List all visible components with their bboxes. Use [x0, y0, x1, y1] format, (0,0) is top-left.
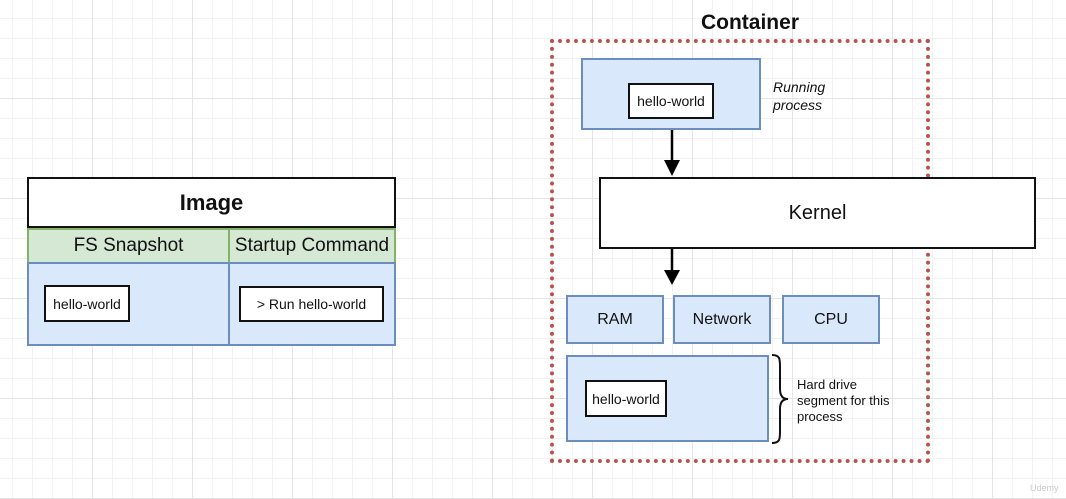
- kernel-box: Kernel: [599, 177, 1036, 249]
- curly-brace-icon: [771, 354, 789, 444]
- startup-command-label: > Run hello-world: [256, 296, 367, 312]
- fs-hello-world-label: hello-world: [53, 295, 121, 312]
- cpu-box: CPU: [782, 295, 880, 344]
- cpu-label: CPU: [814, 310, 848, 328]
- fs-snapshot-header: FS Snapshot: [27, 228, 230, 264]
- watermark-text: Udemy: [1030, 483, 1059, 493]
- image-title-box: Image: [27, 177, 396, 228]
- kernel-label: Kernel: [788, 201, 847, 224]
- fs-hello-world-box: hello-world: [44, 285, 130, 322]
- network-box: Network: [673, 295, 771, 344]
- startup-command-header: Startup Command: [228, 228, 396, 264]
- network-label: Network: [692, 310, 752, 328]
- startup-command-header-label: Startup Command: [234, 235, 390, 256]
- ram-box: RAM: [566, 295, 664, 344]
- running-process-note: Running process: [773, 79, 826, 113]
- process-hello-world-label: hello-world: [637, 93, 705, 109]
- hd-hello-world-box: hello-world: [585, 380, 667, 417]
- hd-hello-world-label: hello-world: [592, 390, 660, 407]
- image-title: Image: [179, 189, 244, 215]
- watermark-logo: Udemy: [1030, 483, 1059, 493]
- arrow-process-to-kernel: [664, 130, 680, 176]
- hard-drive-note: Hard drive segment for this process: [797, 377, 890, 424]
- startup-command-box: > Run hello-world: [239, 286, 384, 322]
- process-hello-world-box: hello-world: [628, 83, 714, 119]
- fs-snapshot-header-label: FS Snapshot: [73, 235, 184, 256]
- container-boundary: [550, 39, 930, 463]
- arrow-kernel-to-resources: [664, 249, 680, 285]
- ram-label: RAM: [597, 310, 633, 328]
- container-title: Container: [700, 11, 799, 34]
